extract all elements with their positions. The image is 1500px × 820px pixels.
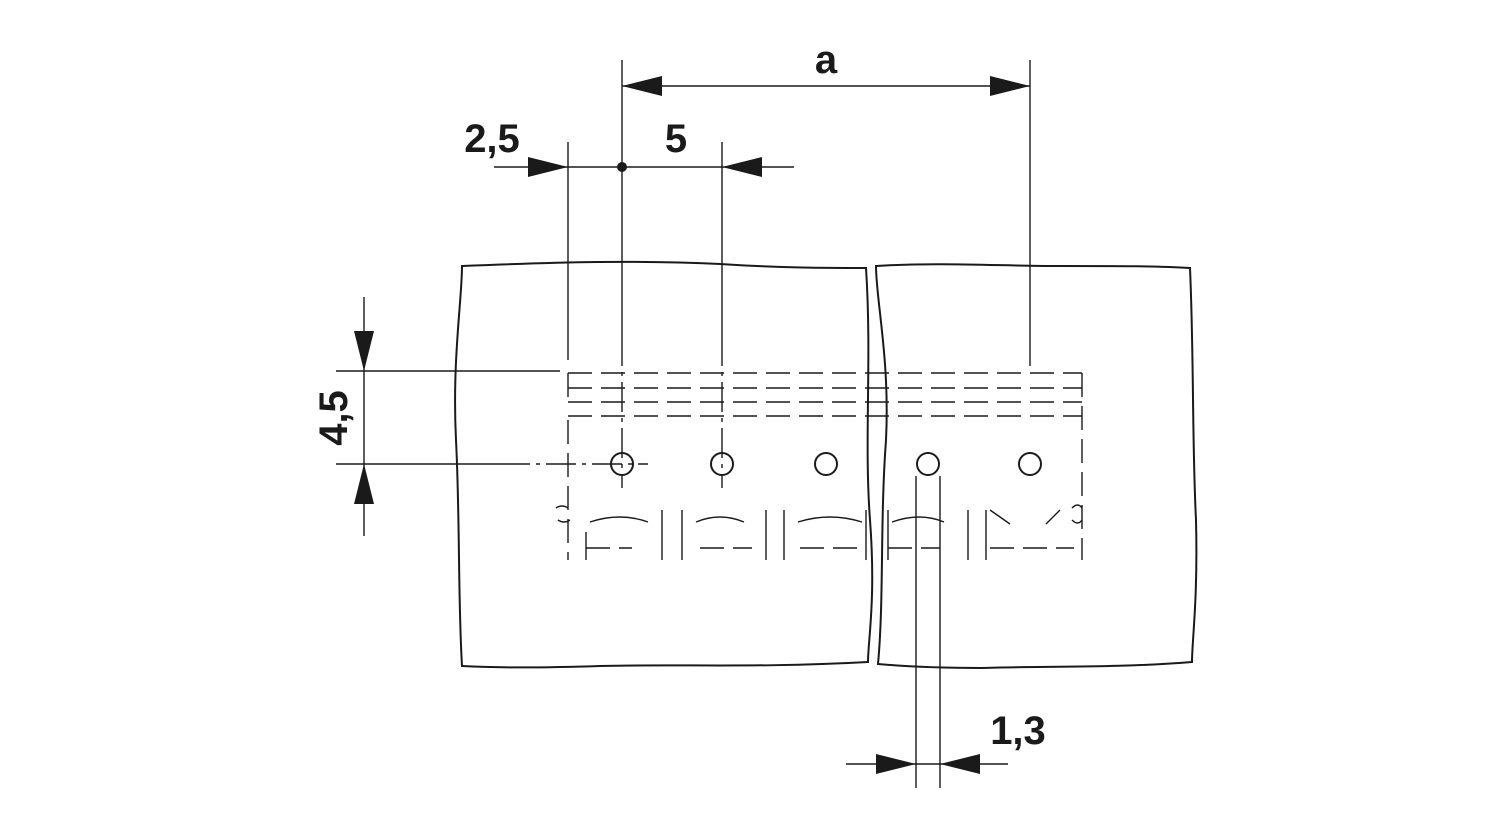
dimension-a-label: a	[815, 38, 838, 82]
pin-hole-4	[916, 452, 940, 476]
dimension-a: a	[621, 38, 1031, 112]
pin-hole-2	[710, 452, 734, 476]
dimension-4-5: 4,5	[312, 297, 648, 536]
pin-hole-1	[610, 452, 634, 476]
pin-hole-5	[1018, 452, 1042, 476]
pin-hole-3	[814, 452, 838, 476]
dimension-1-3-label: 1,3	[990, 709, 1046, 753]
pin-holes	[610, 452, 1042, 476]
dimension-1-3: 1,3	[846, 476, 1046, 788]
pcb-outline-left	[454, 260, 874, 669]
dimension-pitch-row: 2,5 5	[464, 117, 794, 177]
dimension-5-label: 5	[665, 117, 687, 161]
connector-hidden-outline	[555, 372, 1083, 560]
dimension-4-5-label: 4,5	[312, 390, 356, 446]
center-line-dashes	[621, 336, 1031, 488]
pcb-outline-right	[874, 263, 1198, 670]
dimension-2-5-label: 2,5	[464, 117, 520, 161]
